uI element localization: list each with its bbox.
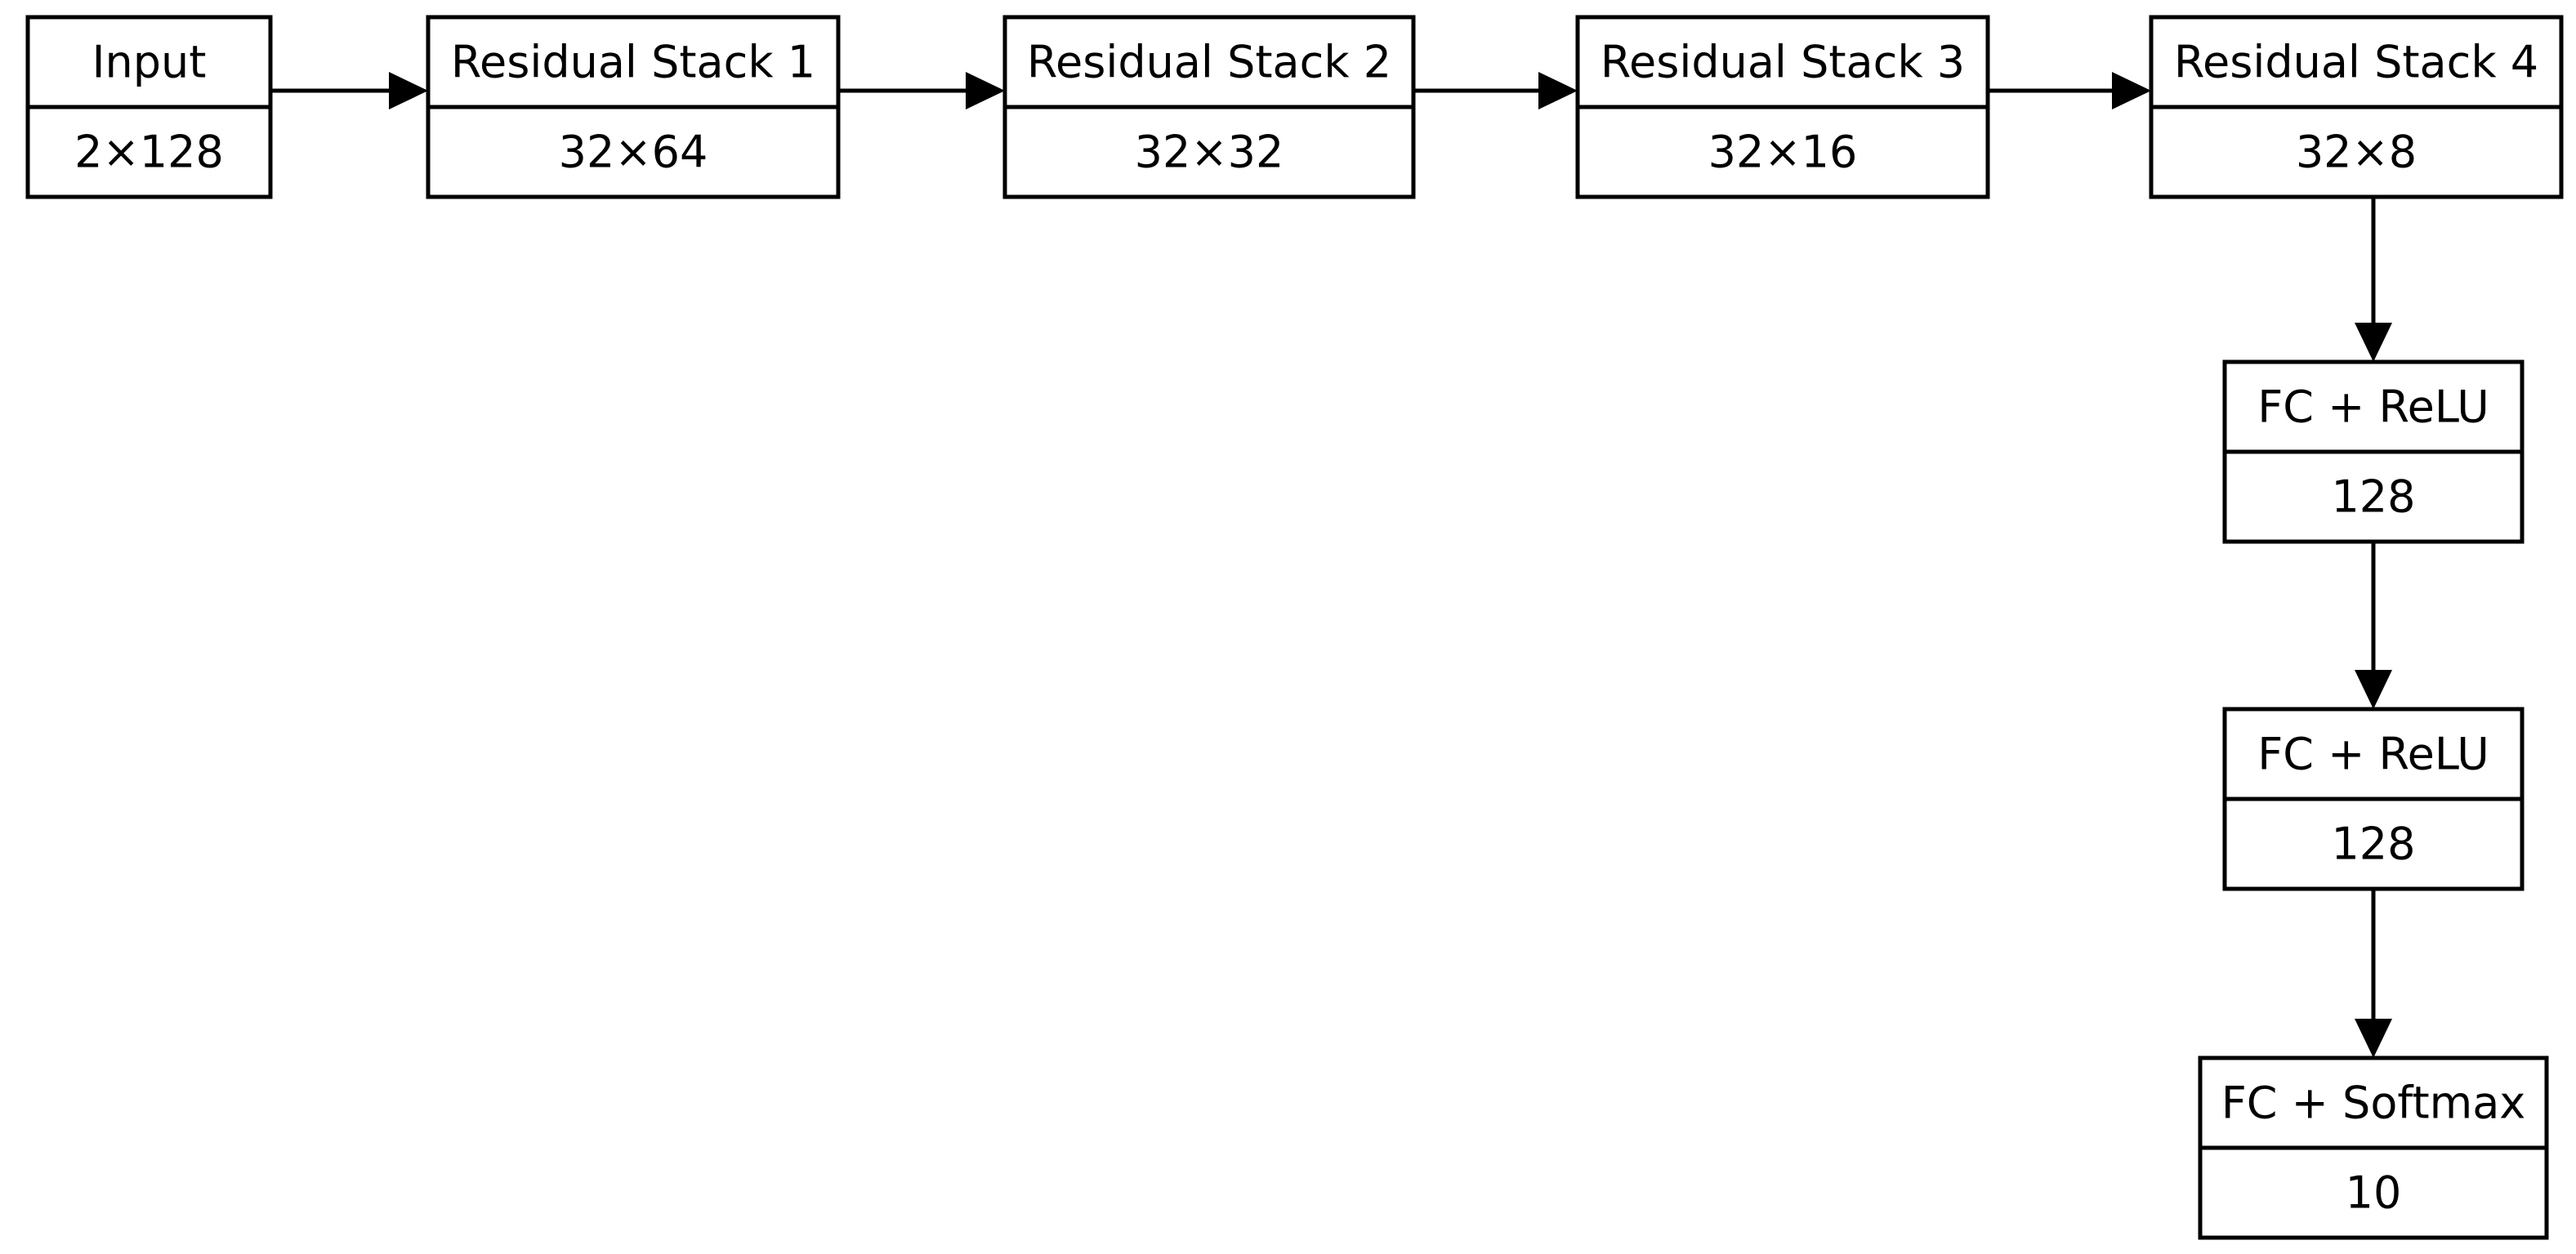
edge-res3-to-res4 bbox=[1988, 72, 2151, 109]
node-res1: Residual Stack 1 32×64 bbox=[426, 15, 841, 199]
node-title: Residual Stack 2 bbox=[1027, 37, 1391, 88]
node-title: FC + ReLU bbox=[2257, 382, 2489, 433]
arrowhead bbox=[2355, 323, 2392, 362]
arrowhead bbox=[2355, 1019, 2392, 1058]
edge-res1-to-res2 bbox=[838, 72, 1005, 109]
arrowhead bbox=[2355, 670, 2392, 709]
node-shape: 128 bbox=[2331, 471, 2415, 523]
node-shape: 32×16 bbox=[1708, 127, 1858, 178]
node-title: Residual Stack 4 bbox=[2174, 37, 2538, 88]
node-res4: Residual Stack 4 32×8 bbox=[2149, 15, 2564, 199]
edge-res2-to-res3 bbox=[1413, 72, 1578, 109]
node-shape: 10 bbox=[2346, 1167, 2402, 1219]
node-title: Input bbox=[92, 37, 207, 88]
node-title: FC + ReLU bbox=[2257, 729, 2489, 780]
node-shape: 32×64 bbox=[559, 127, 708, 178]
node-res3: Residual Stack 3 32×16 bbox=[1575, 15, 1990, 199]
edges-layer bbox=[270, 72, 2392, 1058]
node-fc3: FC + Softmax 10 bbox=[2198, 1055, 2549, 1240]
node-title: FC + Softmax bbox=[2221, 1078, 2526, 1129]
edge-res4-to-fc1 bbox=[2355, 197, 2392, 362]
arrowhead bbox=[1538, 72, 1578, 109]
node-fc2: FC + ReLU 128 bbox=[2222, 707, 2525, 891]
arrowhead bbox=[2112, 72, 2151, 109]
arrowhead bbox=[389, 72, 428, 109]
node-fc1: FC + ReLU 128 bbox=[2222, 359, 2525, 544]
edge-fc2-to-fc3 bbox=[2355, 889, 2392, 1058]
node-shape: 32×8 bbox=[2296, 127, 2417, 178]
node-shape: 32×32 bbox=[1135, 127, 1284, 178]
edge-input-to-res1 bbox=[270, 72, 428, 109]
node-shape: 2×128 bbox=[74, 127, 224, 178]
arrowhead bbox=[966, 72, 1005, 109]
node-input: Input 2×128 bbox=[25, 15, 273, 199]
edge-fc1-to-fc2 bbox=[2355, 542, 2392, 709]
node-title: Residual Stack 3 bbox=[1601, 37, 1965, 88]
node-res2: Residual Stack 2 32×32 bbox=[1002, 15, 1416, 199]
node-shape: 128 bbox=[2331, 819, 2415, 870]
node-title: Residual Stack 1 bbox=[451, 37, 815, 88]
